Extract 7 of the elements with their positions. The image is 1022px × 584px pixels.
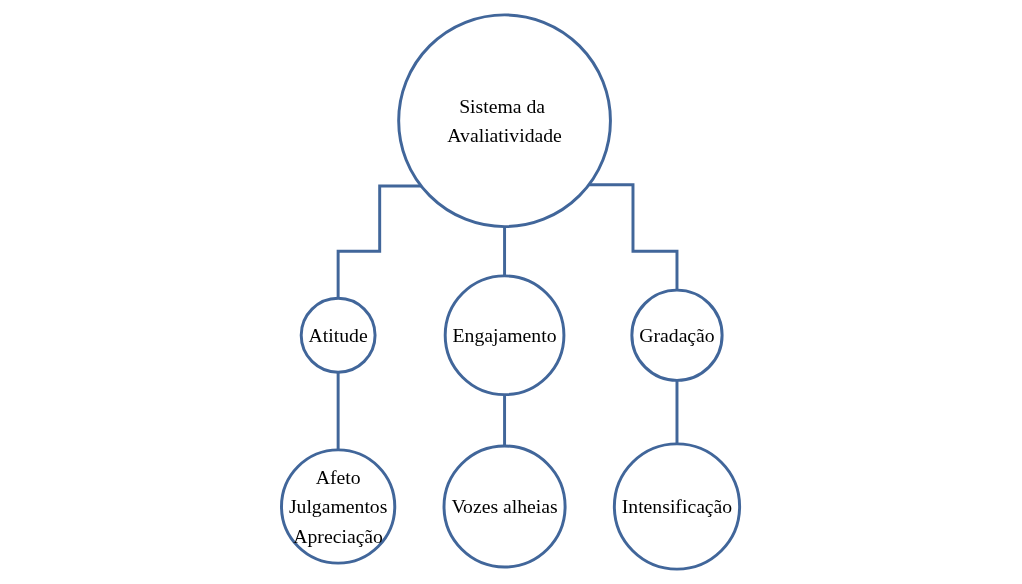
node-circle: Afeto Julgamentos Apreciação [280, 448, 397, 565]
node-circle: Engajamento [444, 274, 566, 397]
node-circle: Intensificação [613, 442, 742, 571]
node-circle: Vozes alheias [442, 444, 567, 569]
node-circle: Sistema da Avaliatividade [397, 13, 613, 229]
node-circle: Atitude [300, 296, 377, 374]
node-circle: Gradação [630, 288, 724, 382]
